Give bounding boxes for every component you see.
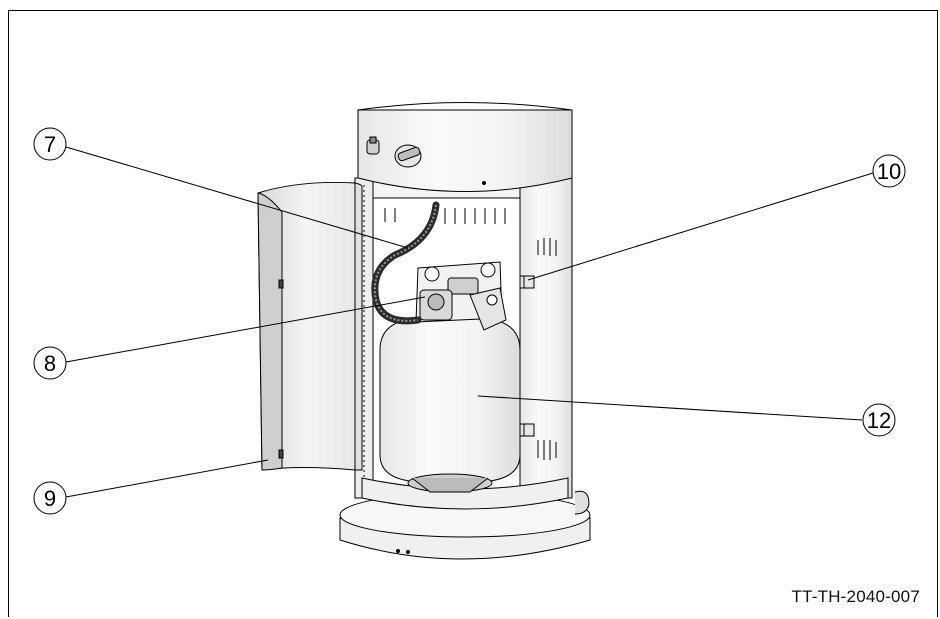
svg-text:10: 10 xyxy=(877,159,901,184)
document-code: TT-TH-2040-007 xyxy=(791,587,920,606)
callout-7: 7 xyxy=(33,127,67,161)
leader-lines xyxy=(65,146,874,498)
gas-hose xyxy=(371,201,440,325)
vent-grille-right xyxy=(537,238,557,460)
drawing-frame xyxy=(8,10,938,617)
vent-grille-top xyxy=(384,208,506,224)
svg-text:8: 8 xyxy=(44,351,56,376)
housing-door xyxy=(257,181,363,471)
callout-10: 10 xyxy=(872,154,906,188)
regulator xyxy=(419,277,507,331)
callout-9: 9 xyxy=(33,481,67,515)
gas-cylinder xyxy=(379,261,521,493)
svg-text:12: 12 xyxy=(867,408,891,433)
callout-8: 8 xyxy=(33,346,67,380)
retaining-clip-lower xyxy=(519,423,535,437)
control-head xyxy=(357,102,573,192)
retaining-clip-upper xyxy=(519,275,535,289)
callout-12: 12 xyxy=(862,403,896,437)
svg-text:7: 7 xyxy=(44,132,56,157)
control-knob-icon xyxy=(394,144,422,168)
svg-text:9: 9 xyxy=(44,486,56,511)
ignition-button-icon xyxy=(366,136,380,155)
